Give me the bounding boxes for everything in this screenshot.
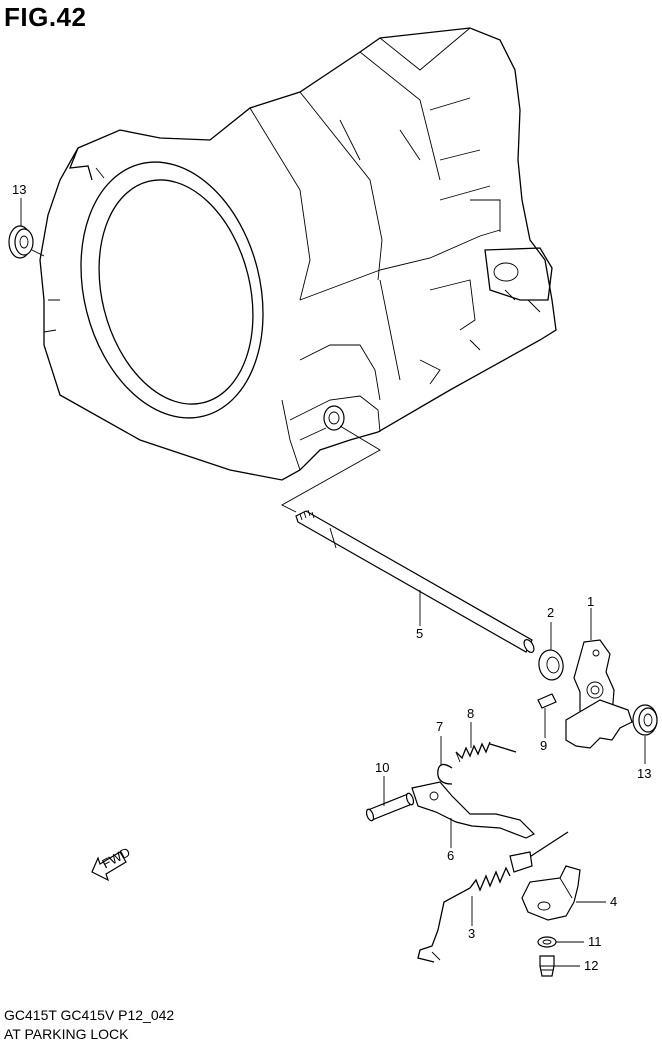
part-7-e-clip	[437, 763, 453, 785]
callout-6: 6	[447, 848, 454, 863]
part-13-oil-seal-left	[8, 225, 34, 259]
shaft-guide-line	[281, 425, 381, 513]
part-10-pin	[365, 792, 415, 822]
part-5-shaft	[295, 509, 535, 653]
callout-10: 10	[375, 760, 389, 775]
part-8-spring	[455, 741, 517, 763]
figure-title: FIG.42	[4, 2, 87, 32]
transmission-housing	[39, 27, 557, 481]
callout-9: 9	[540, 738, 547, 753]
part-2-seal	[538, 649, 564, 681]
part-1-manual-lever	[565, 639, 633, 749]
callout-11: 11	[588, 934, 602, 949]
fwd-direction-arrow: FWD	[91, 844, 133, 882]
callout-7: 7	[436, 719, 443, 734]
callout-3: 3	[468, 926, 475, 941]
callout-13-left: 13	[12, 182, 26, 197]
model-line: GC415T GC415V P12_042	[4, 1007, 175, 1023]
callout-13-right: 13	[637, 766, 651, 781]
figure-description: AT PARKING LOCK	[4, 1026, 129, 1042]
part-13-oil-seal-right	[632, 704, 658, 736]
leader-lines	[20, 198, 646, 967]
callout-1: 1	[587, 594, 594, 609]
part-3-parking-rod	[417, 831, 569, 963]
part-12-bolt	[539, 955, 555, 977]
callout-2: 2	[547, 605, 554, 620]
callout-12: 12	[584, 958, 598, 973]
part-6-parking-lock-pawl	[411, 781, 536, 839]
callout-8: 8	[467, 706, 474, 721]
figure-caption: GC415T GC415V P12_042 AT PARKING LOCK	[4, 1006, 174, 1044]
callout-5: 5	[416, 626, 423, 641]
callout-4: 4	[610, 894, 617, 909]
part-11-washer	[537, 936, 557, 948]
part-4-bracket	[521, 865, 581, 921]
part-9-pin	[537, 693, 557, 709]
callout-labels: 13 5 2 1 9 13 7 8 10 6 3 4 11 12	[12, 182, 651, 973]
